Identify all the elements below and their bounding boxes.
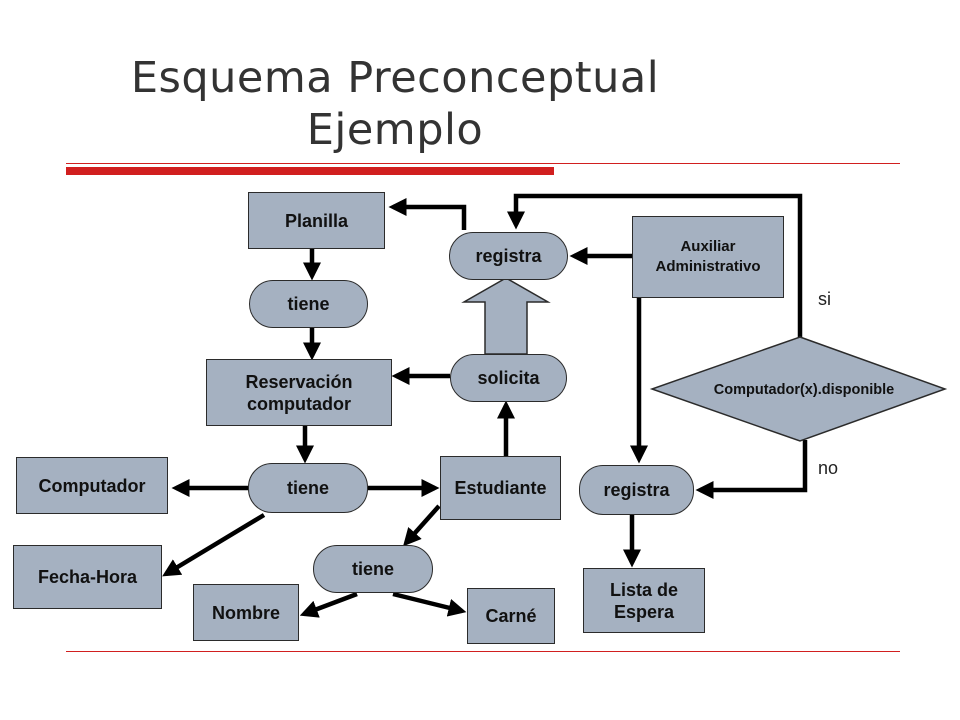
edge-estudiante-tiene3 <box>403 504 441 547</box>
node-carne: Carné <box>467 588 555 644</box>
node-tiene-1: tiene <box>249 280 368 328</box>
node-lista-de-espera: Lista de Espera <box>583 568 705 633</box>
title-divider-line <box>66 163 900 164</box>
node-tiene-3: tiene <box>313 545 433 593</box>
node-computador: Computador <box>16 457 168 514</box>
decision-diamond <box>649 336 948 442</box>
edge-tiene2-fechahora <box>162 513 266 577</box>
slide-title-line2: Ejemplo <box>306 105 484 155</box>
edge-tiene3-carne <box>392 591 467 617</box>
branch-label-si: si <box>810 280 848 318</box>
title-accent-bar <box>66 167 554 175</box>
node-auxiliar-administrativo: Auxiliar Administrativo <box>632 216 784 298</box>
node-solicita: solicita <box>450 354 567 402</box>
node-estudiante: Estudiante <box>440 456 561 520</box>
node-tiene-2: tiene <box>248 463 368 513</box>
node-fecha-hora: Fecha-Hora <box>13 545 162 609</box>
node-planilla: Planilla <box>248 192 385 249</box>
footer-divider-line <box>66 651 900 652</box>
node-nombre: Nombre <box>193 584 299 641</box>
edge-no-registra <box>695 440 808 499</box>
decision-label: Computador(x).disponible <box>714 382 894 398</box>
node-reservacion-computador: Reservación computador <box>206 359 392 426</box>
slide-title: Esquema Preconceptual Ejemplo <box>0 52 790 156</box>
node-registra-bottom: registra <box>579 465 694 515</box>
block-arrow-solicita-registra <box>461 277 551 355</box>
node-registra-top: registra <box>449 232 568 280</box>
edge-tiene3-nombre <box>299 591 358 618</box>
branch-label-no: no <box>810 449 862 487</box>
slide-title-line1: Esquema Preconceptual <box>130 53 660 103</box>
edge-si-registra <box>507 193 803 338</box>
edge-registra-planilla <box>388 198 467 230</box>
